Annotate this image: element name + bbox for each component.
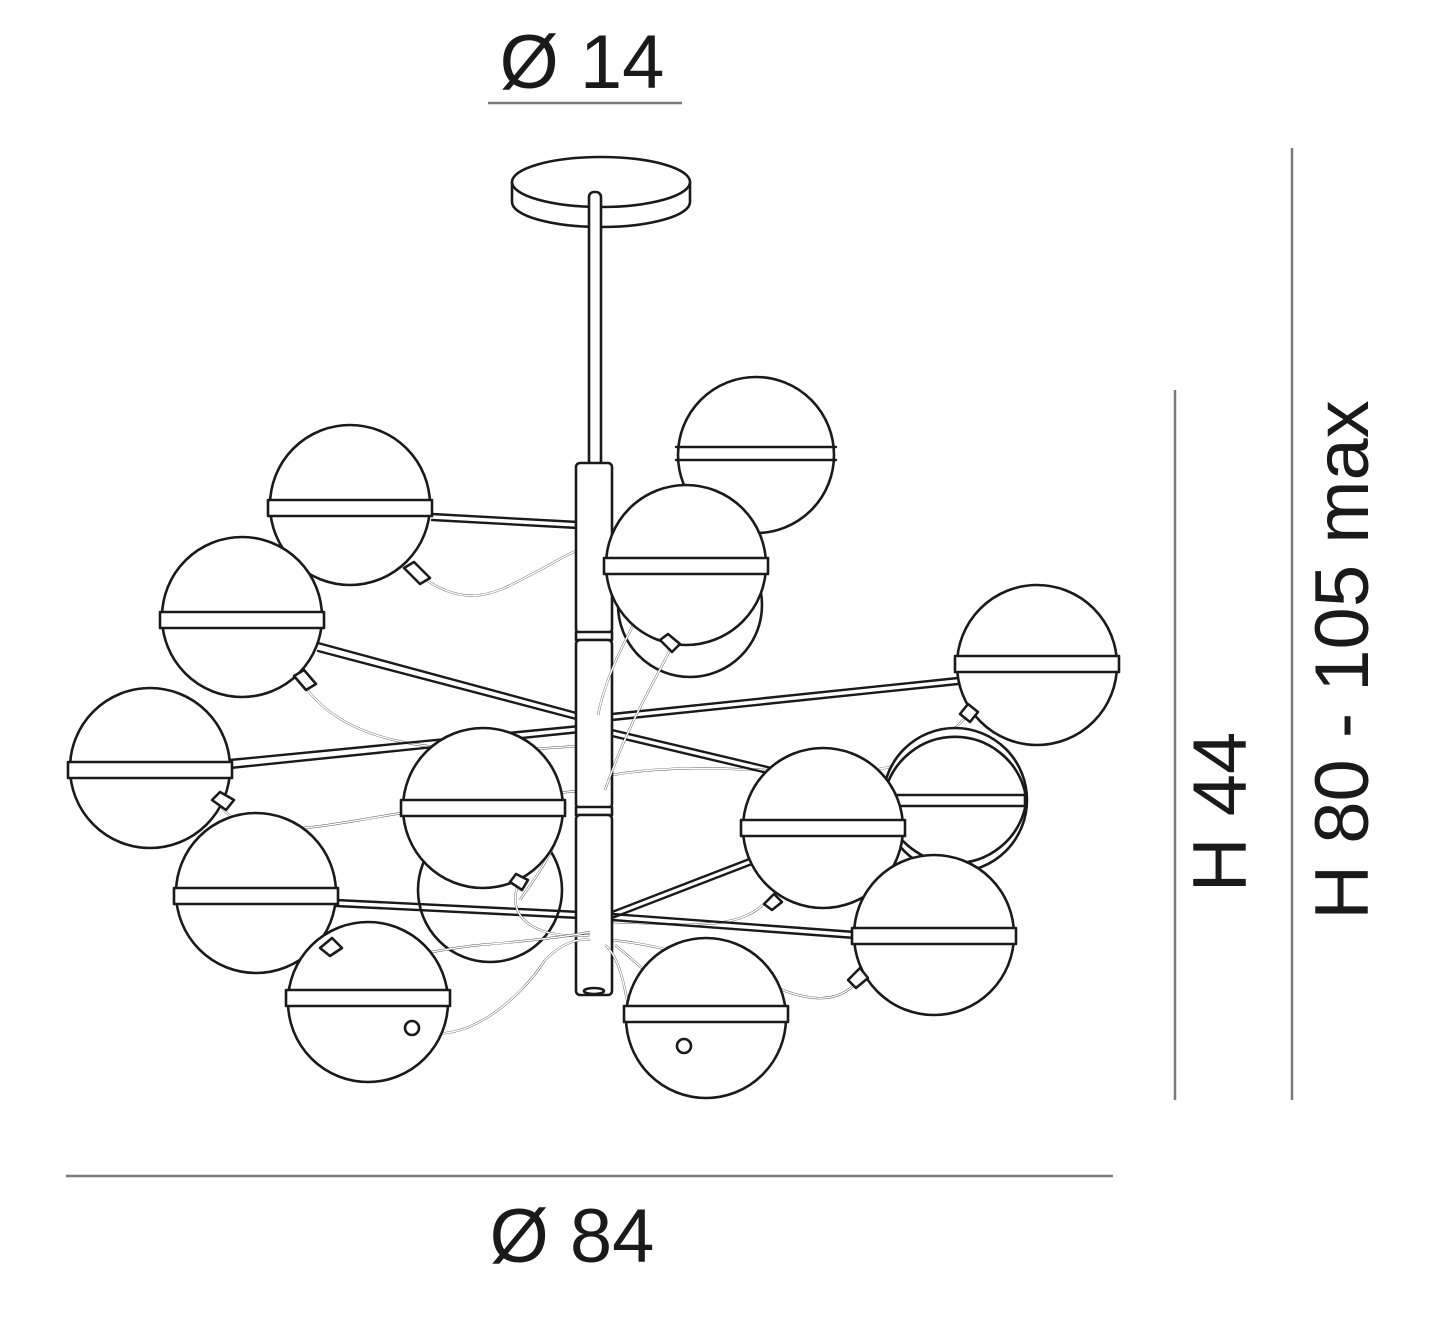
globe-far-left xyxy=(66,686,236,850)
globe-left-lower xyxy=(172,811,340,975)
total-height-label: H 80 - 105 max xyxy=(1300,400,1385,920)
arms xyxy=(228,512,960,940)
globe-right-lower xyxy=(846,853,1018,1017)
overall-diameter-label: Ø 84 xyxy=(490,1194,655,1279)
suspension-rod xyxy=(587,190,603,468)
globe-top-center xyxy=(602,483,770,654)
canopy-diameter-label: Ø 14 xyxy=(500,20,665,105)
globe-far-right xyxy=(953,583,1121,747)
canopy-diameter-dimension: Ø 14 xyxy=(488,20,682,105)
chandelier-illustration xyxy=(66,155,1121,1100)
body-height-label: H 44 xyxy=(1178,732,1263,893)
total-height-dimension: H 80 - 105 max xyxy=(1290,148,1385,1100)
globe-left-upper-middle xyxy=(158,535,326,699)
globe-center-right xyxy=(739,746,907,912)
overall-diameter-dimension: Ø 84 xyxy=(66,1174,1113,1279)
globe-back-right xyxy=(881,726,1029,874)
globe-bottom-right xyxy=(622,936,790,1100)
globe-center-left xyxy=(399,726,567,892)
globe-bottom-left xyxy=(284,920,452,1084)
central-stem xyxy=(574,461,614,997)
globe-upper-left xyxy=(266,423,434,587)
body-height-dimension: H 44 xyxy=(1173,390,1263,1100)
